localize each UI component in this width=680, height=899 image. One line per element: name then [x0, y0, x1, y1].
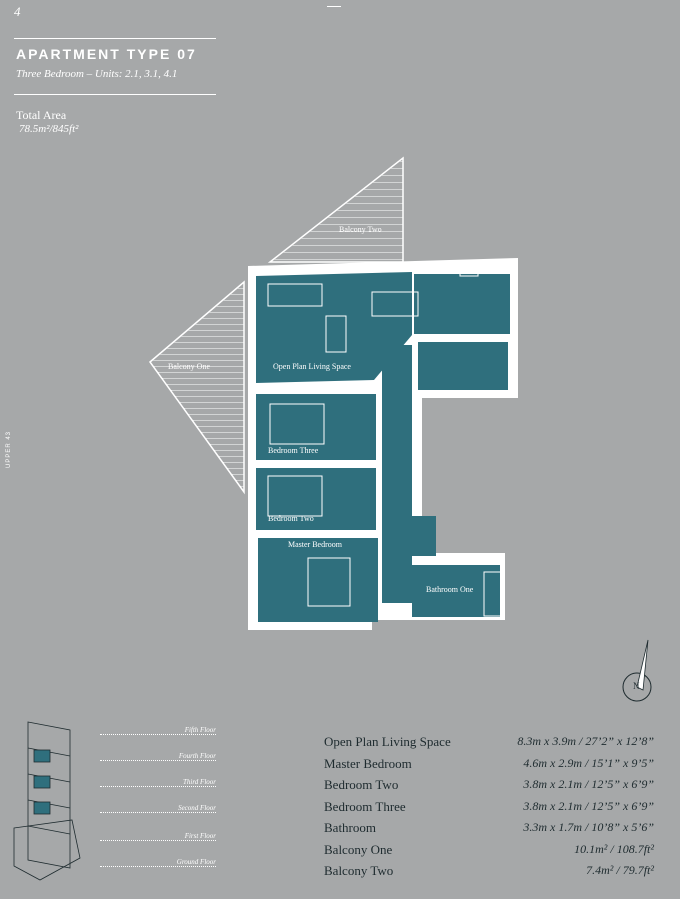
floor-label: First Floor	[100, 832, 216, 841]
label-bathroom-one: Bathroom One	[426, 585, 474, 594]
label-living: Open Plan Living Space	[273, 362, 351, 371]
label-balcony-one: Balcony One	[168, 362, 210, 371]
room-dimensions: 3.8m x 2.1m / 12’5” x 6’9”	[523, 777, 654, 791]
floor-label: Fourth Floor	[100, 752, 216, 761]
bedroom-two	[256, 468, 376, 530]
balcony-two	[267, 156, 404, 263]
ensuite	[412, 516, 436, 556]
room-name: Bathroom	[324, 820, 376, 835]
room-dimensions: 4.6m x 2.9m / 15’1” x 9’5”	[523, 755, 654, 770]
room-row: Open Plan Living Space 8.3m x 3.9m / 27’2…	[324, 734, 654, 756]
room-dimensions: 7.4m² / 79.7ft²	[586, 863, 654, 877]
room-name: Balcony Two	[324, 863, 394, 878]
floor-label: Fifth Floor	[100, 726, 216, 735]
room-dimensions: 8.3m x 3.9m / 27’2” x 12’8”	[517, 734, 654, 748]
floor-label: Second Floor	[100, 804, 216, 813]
page-title: APARTMENT TYPE 07	[16, 46, 197, 62]
cupboards	[418, 342, 508, 390]
balcony-one	[148, 280, 245, 495]
floor-label: Ground Floor	[100, 858, 216, 867]
floor-label: Third Floor	[100, 778, 216, 787]
label-bedroom-three: Bedroom Three	[268, 446, 319, 455]
bathroom-one	[412, 565, 500, 617]
room-dimensions: 3.3m x 1.7m / 10’8” x 5’6”	[523, 820, 654, 834]
kitchen	[414, 274, 510, 334]
label-bedroom-two: Bedroom Two	[268, 514, 314, 523]
room-row: Bedroom Three 3.8m x 2.1m / 12’5” x 6’9”	[324, 799, 654, 821]
room-row: Balcony One 10.1m² / 108.7ft²	[324, 842, 654, 864]
label-balcony-two: Balcony Two	[339, 225, 382, 234]
room-name: Open Plan Living Space	[324, 734, 451, 749]
divider-top	[14, 38, 216, 39]
room-name: Bedroom Two	[324, 777, 399, 792]
living-room	[256, 272, 412, 383]
building-stack-icon	[13, 721, 81, 881]
room-row: Bathroom 3.3m x 1.7m / 10’8” x 5’6”	[324, 820, 654, 842]
room-row: Bedroom Two 3.8m x 2.1m / 12’5” x 6’9”	[324, 777, 654, 799]
corridor	[382, 345, 412, 603]
top-mark	[327, 6, 341, 7]
label-master: Master Bedroom	[288, 540, 342, 549]
room-name: Balcony One	[324, 841, 393, 857]
room-dimensions: 10.1m² / 108.7ft²	[574, 841, 654, 856]
room-row: Master Bedroom 4.6m x 2.9m / 15’1” x 9’5”	[324, 756, 654, 778]
total-area-value: 78.5m²/845ft²	[19, 123, 79, 135]
page-subtitle: Three Bedroom – Units: 2.1, 3.1, 4.1	[16, 68, 178, 80]
compass-north: N	[633, 681, 640, 691]
room-name: Bedroom Three	[324, 798, 406, 814]
room-dimensions: 3.8m x 2.1m / 12’5” x 6’9”	[523, 798, 654, 813]
master-bedroom	[258, 538, 378, 622]
room-name: Master Bedroom	[324, 755, 412, 771]
compass-icon	[622, 639, 652, 702]
room-row: Balcony Two 7.4m² / 79.7ft²	[324, 863, 654, 885]
total-area-label: Total Area	[16, 108, 67, 122]
bedroom-three	[256, 394, 376, 460]
brand-logo: 4	[14, 4, 21, 19]
room-schedule: Open Plan Living Space 8.3m x 3.9m / 27’2…	[324, 734, 654, 885]
furniture	[267, 261, 503, 617]
divider-bottom	[14, 94, 216, 95]
